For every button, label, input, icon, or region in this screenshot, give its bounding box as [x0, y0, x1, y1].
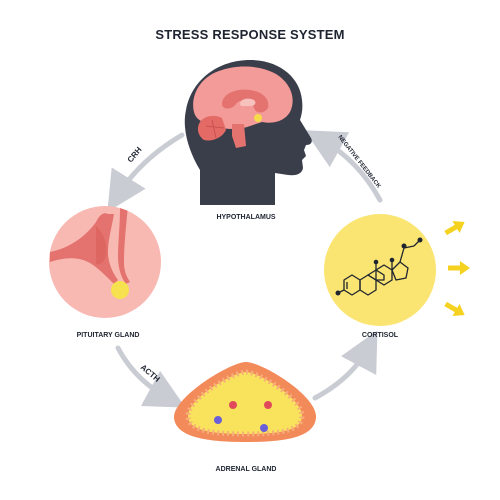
cortisol-arrow — [312, 330, 378, 401]
acth-arrow — [115, 345, 186, 408]
crh-arrow — [107, 132, 185, 212]
emission-arrows-icon — [444, 220, 470, 317]
pituitary-gland-icon — [49, 206, 161, 318]
cortisol-label: CORTISOL — [362, 332, 399, 339]
hypothalamus-label: HYPOTHALAMUS — [216, 214, 275, 221]
brain-icon — [193, 66, 293, 148]
pituitary-gland-label: PITUITARY GLAND — [77, 332, 140, 339]
page-title: STRESS RESPONSE SYSTEM — [155, 27, 345, 42]
adrenal-gland-icon — [173, 362, 317, 442]
cortisol-molecule-icon — [324, 214, 436, 326]
crh-label: CRH — [126, 145, 144, 164]
negative-feedback-label: NEGATIVE FEEDBACK — [336, 135, 381, 191]
adrenal-gland-label: ADRENAL GLAND — [216, 466, 277, 473]
negative-feedback-arrow — [304, 130, 383, 203]
